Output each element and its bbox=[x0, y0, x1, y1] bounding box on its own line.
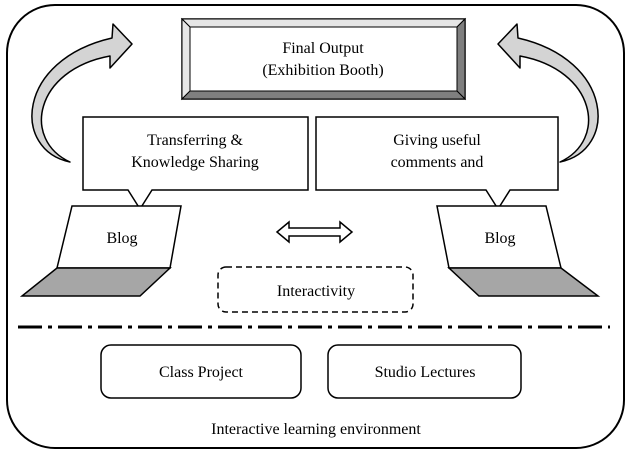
left-curved-arrow bbox=[31, 23, 133, 163]
interactivity-label: Interactivity bbox=[277, 283, 355, 300]
left-callout-line1: Transferring & bbox=[147, 132, 243, 149]
class-project-box: Class Project bbox=[100, 344, 302, 399]
left-speech-callout: Transferring & Knowledge Sharing bbox=[82, 116, 309, 211]
double-arrow-icon bbox=[275, 220, 354, 244]
right-laptop-icon: Blog bbox=[436, 205, 601, 297]
final-output-subtitle: (Exhibition Booth) bbox=[262, 62, 383, 79]
right-speech-callout: Giving useful comments and bbox=[315, 116, 559, 211]
right-curved-arrow bbox=[497, 23, 599, 163]
environment-label: Interactive learning environment bbox=[211, 421, 421, 438]
studio-lectures-box: Studio Lectures bbox=[327, 344, 522, 399]
right-laptop-label: Blog bbox=[484, 230, 515, 247]
final-output-title: Final Output bbox=[282, 40, 364, 57]
class-project-label: Class Project bbox=[159, 364, 244, 381]
right-callout-line1: Giving useful bbox=[393, 132, 481, 149]
final-output-box: Final Output (Exhibition Booth) bbox=[180, 17, 467, 101]
left-callout-line2: Knowledge Sharing bbox=[131, 154, 259, 171]
interactivity-box: Interactivity bbox=[217, 266, 414, 313]
left-laptop-icon: Blog bbox=[19, 205, 182, 297]
left-laptop-label: Blog bbox=[106, 230, 137, 247]
right-callout-line2: comments and bbox=[391, 154, 484, 171]
studio-lectures-label: Studio Lectures bbox=[375, 364, 476, 381]
environment-frame bbox=[6, 4, 625, 449]
